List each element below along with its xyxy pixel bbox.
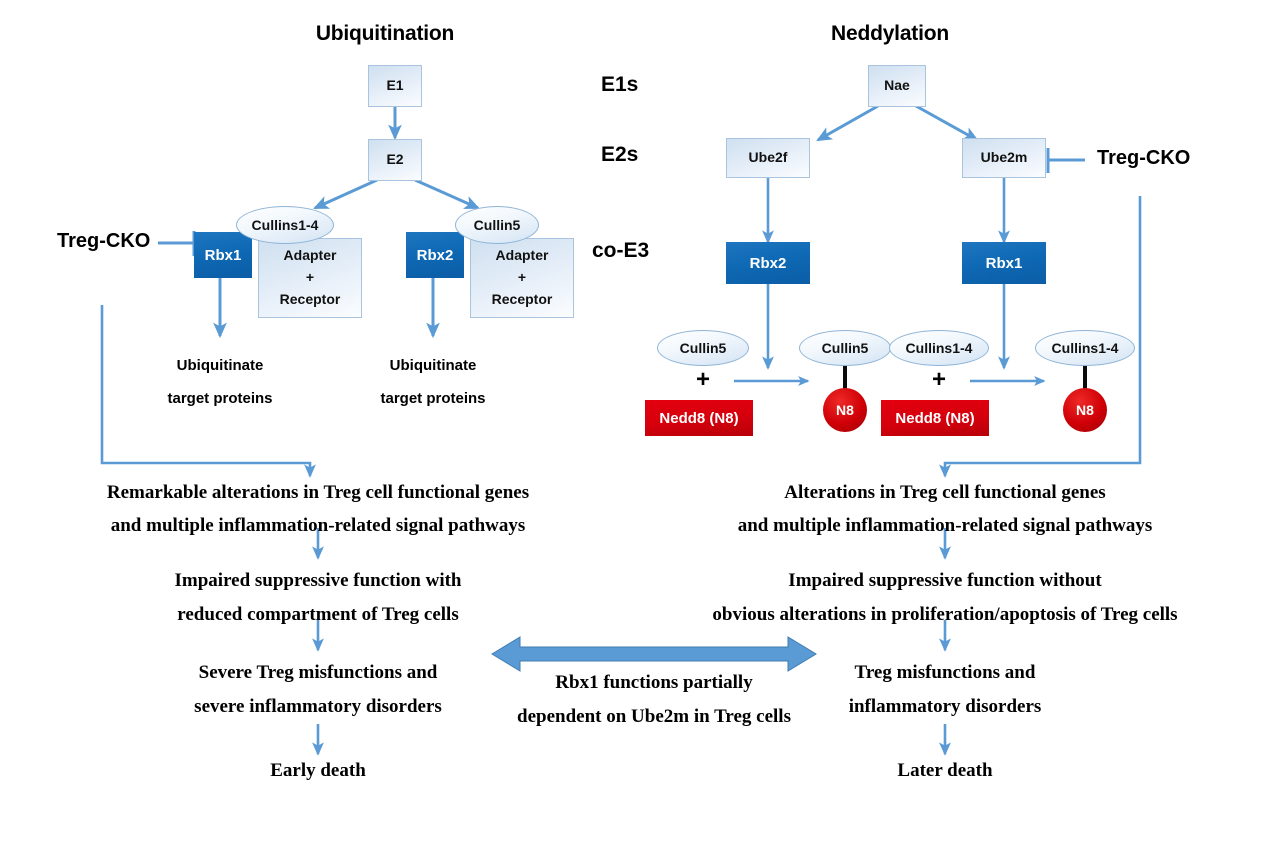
left-outcome-3-line-1: Severe Treg misfunctions and	[198, 662, 438, 683]
left-outcome-2-line-2: reduced compartment of Treg cells	[177, 604, 459, 625]
adapter2-line-3: Receptor	[491, 290, 553, 307]
adapter-receptor-box-2: Adapter + Receptor	[470, 238, 574, 318]
plus-sign-1: +	[695, 366, 711, 393]
cullins1-4-ellipse-left[interactable]: Cullins1-4	[236, 206, 334, 244]
right-outcome-1-line-1: Alterations in Treg cell functional gene…	[784, 482, 1106, 503]
tier-label-co-e3: co-E3	[592, 239, 650, 262]
left-outcome-1-line-2: and multiple inflammation-related signal…	[110, 515, 526, 536]
n8-circle-1[interactable]: N8	[823, 388, 867, 432]
output-2-line-2: target proteins	[380, 390, 486, 407]
arrow-e2-to-cullin5	[414, 178, 480, 210]
output-1-line-1: Ubiquitinate	[176, 357, 264, 374]
e2-box-ube2f[interactable]: Ube2f	[726, 138, 810, 178]
right-outcome-4-line-1: Later death	[897, 760, 993, 781]
n8-circle-2[interactable]: N8	[1063, 388, 1107, 432]
left-outcome-1-line-1: Remarkable alterations in Treg cell func…	[106, 482, 530, 503]
product-ellipse-cullin5[interactable]: Cullin5	[799, 330, 891, 366]
enzyme-box-e2[interactable]: E2	[368, 139, 422, 181]
left-outcome-3-line-2: severe inflammatory disorders	[194, 696, 442, 717]
output-1-line-2: target proteins	[167, 390, 273, 407]
knockout-label-right: Treg-CKO	[1097, 147, 1191, 169]
adapter2-line-1: Adapter	[495, 247, 549, 264]
adapter-line-2: +	[305, 269, 315, 286]
coe3-box-rbx2[interactable]: Rbx2	[726, 242, 810, 284]
output-2-line-1: Ubiquitinate	[389, 357, 477, 374]
e2-box-ube2m[interactable]: Ube2m	[962, 138, 1046, 178]
right-outcome-3-line-2: inflammatory disorders	[848, 696, 1042, 717]
right-outcome-2-line-1: Impaired suppressive function without	[788, 570, 1102, 591]
tier-label-e2s: E2s	[601, 143, 639, 166]
tier-label-e1s: E1s	[601, 73, 639, 96]
knockout-label-left: Treg-CKO	[57, 230, 151, 252]
product-ellipse-cullins1-4[interactable]: Cullins1-4	[1035, 330, 1135, 366]
adapter-line-1: Adapter	[283, 247, 337, 264]
title-neddylation: Neddylation	[831, 22, 949, 45]
title-ubiquitination: Ubiquitination	[315, 22, 455, 45]
rbx2-box-left[interactable]: Rbx2	[406, 232, 464, 278]
right-outcome-3-line-1: Treg misfunctions and	[854, 662, 1036, 683]
arrow-nae-to-ube2m	[915, 104, 979, 142]
enzyme-box-nae[interactable]: Nae	[868, 65, 926, 107]
nedd8-box-1[interactable]: Nedd8 (N8)	[645, 400, 753, 436]
nedd8-box-2[interactable]: Nedd8 (N8)	[881, 400, 989, 436]
inhibition-left-tregcko-rbx1	[158, 231, 196, 256]
adapter-line-3: Receptor	[279, 290, 341, 307]
comparison-caption-line-2: dependent on Ube2m in Treg cells	[517, 706, 791, 727]
left-outcome-2-line-1: Impaired suppressive function with	[174, 570, 462, 591]
arrow-e2-to-cullins14	[313, 178, 378, 210]
left-outcome-4-line-1: Early death	[270, 760, 366, 781]
conjugation-stem-1	[843, 366, 847, 390]
enzyme-box-e1[interactable]: E1	[368, 65, 422, 107]
rbx1-box-left[interactable]: Rbx1	[194, 232, 252, 278]
right-outcome-1-line-2: and multiple inflammation-related signal…	[737, 515, 1153, 536]
adapter2-line-2: +	[517, 269, 527, 286]
arrow-nae-to-ube2f	[816, 104, 879, 142]
elbow-right-to-outcome	[939, 196, 1142, 478]
substrate-ellipse-cullin5[interactable]: Cullin5	[657, 330, 749, 366]
coe3-box-rbx1[interactable]: Rbx1	[962, 242, 1046, 284]
substrate-ellipse-cullins1-4[interactable]: Cullins1-4	[889, 330, 989, 366]
right-outcome-2-line-2: obvious alterations in proliferation/apo…	[712, 604, 1178, 625]
plus-sign-2: +	[931, 366, 947, 393]
elbow-left-to-outcome	[100, 305, 316, 478]
adapter-receptor-box-1: Adapter + Receptor	[258, 238, 362, 318]
comparison-caption-line-1: Rbx1 functions partially	[555, 672, 753, 693]
inhibition-right-tregcko-ube2m	[1046, 148, 1085, 173]
cullin5-ellipse-left[interactable]: Cullin5	[455, 206, 539, 244]
conjugation-stem-2	[1083, 366, 1087, 390]
comparison-double-arrow	[491, 636, 817, 672]
